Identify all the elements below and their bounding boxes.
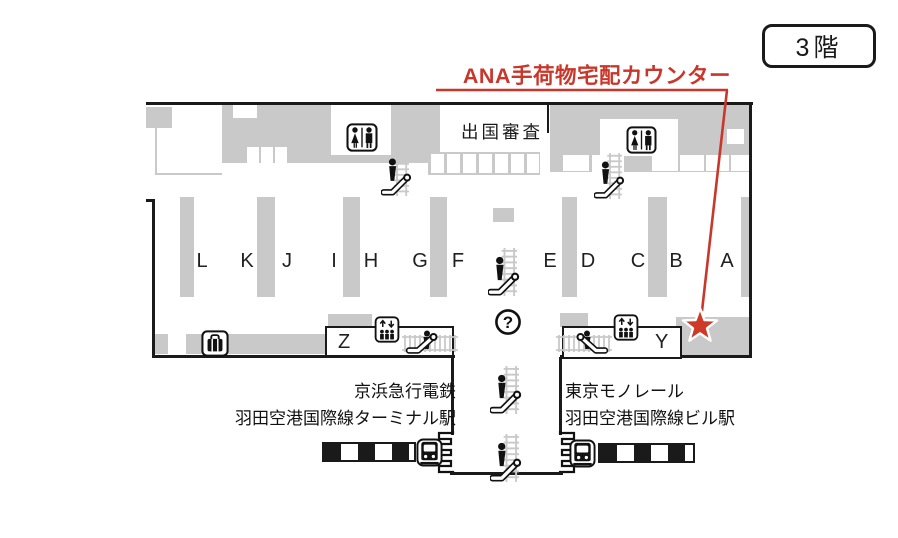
- counter-row-K: K: [240, 250, 254, 272]
- counter-row-E: E: [543, 250, 557, 272]
- wall-segment: [547, 105, 549, 133]
- counter-row-D: D: [580, 250, 596, 272]
- counter-row-A: A: [720, 250, 734, 272]
- counter-island: [430, 197, 447, 297]
- star-marker: [681, 306, 719, 342]
- booth-cell: [247, 147, 259, 163]
- counter-island: [648, 197, 667, 297]
- counter-row-C: C: [630, 250, 646, 272]
- booth-cell: [463, 154, 476, 173]
- counter-row-B: B: [669, 250, 683, 272]
- booth-cell: [680, 155, 704, 171]
- area-shade: [560, 313, 588, 327]
- counter-row-I: I: [331, 250, 337, 272]
- area-cutout: [727, 129, 744, 144]
- map-border-top: [146, 102, 753, 105]
- railway-track: [322, 442, 416, 462]
- map-border-left: [152, 199, 155, 358]
- information-icon: ?: [495, 309, 521, 335]
- counter-island: [741, 197, 751, 297]
- area-shade: [153, 334, 325, 354]
- area-outline: [155, 173, 222, 175]
- booth-cell: [447, 154, 460, 173]
- counter-row-H: H: [363, 250, 379, 272]
- station-monorail-line2: 羽田空港国際線ビル駅: [565, 409, 735, 428]
- booth-cell: [479, 154, 492, 173]
- station-monorail: 東京モノレール 羽田空港国際線ビル駅: [565, 378, 735, 432]
- zone-z-label: Z: [338, 331, 351, 353]
- svg-text:?: ?: [503, 313, 513, 332]
- zone-y-label: Y: [655, 331, 669, 353]
- booth-cell: [652, 155, 678, 171]
- map-border-bottom: [152, 355, 455, 358]
- counter-island: [562, 197, 577, 297]
- booth-cell: [527, 154, 539, 173]
- map-border-right: [749, 102, 752, 358]
- area-outline: [155, 128, 157, 175]
- booth-cell: [511, 154, 524, 173]
- floor-badge: 3階: [762, 24, 876, 68]
- station-monorail-line1: 東京モノレール: [565, 382, 684, 401]
- booth-cell: [731, 155, 750, 171]
- station-keikyu: 京浜急行電鉄 羽田空港国際線ターミナル駅: [235, 378, 456, 432]
- map-border-jog: [146, 199, 155, 202]
- corridor-wall: [451, 357, 454, 435]
- counter-island: [257, 197, 275, 297]
- area-shade: [328, 314, 372, 327]
- area-shade: [146, 107, 172, 128]
- station-keikyu-line2: 羽田空港国際線ターミナル駅: [235, 409, 456, 428]
- booth-cell: [495, 154, 508, 173]
- area-cutout: [233, 105, 257, 118]
- area-cutout: [168, 334, 186, 354]
- counter-row-F: F: [451, 250, 465, 272]
- annotation-title: ANA手荷物宅配カウンター: [462, 64, 731, 88]
- railway-track: [598, 443, 695, 463]
- corridor-wall: [559, 357, 562, 435]
- booth-cell: [261, 147, 273, 163]
- station-keikyu-line1: 京浜急行電鉄: [354, 382, 456, 401]
- booth-cell: [275, 147, 287, 163]
- area-shade: [493, 208, 514, 222]
- booth-cell: [563, 155, 589, 171]
- booth-cell: [431, 154, 444, 173]
- counter-island: [180, 197, 194, 297]
- immigration-label: 出国審査: [461, 122, 543, 142]
- counter-island: [343, 197, 360, 297]
- counter-row-J: J: [282, 250, 292, 272]
- counter-row-L: L: [196, 250, 208, 272]
- counter-row-G: G: [412, 250, 428, 272]
